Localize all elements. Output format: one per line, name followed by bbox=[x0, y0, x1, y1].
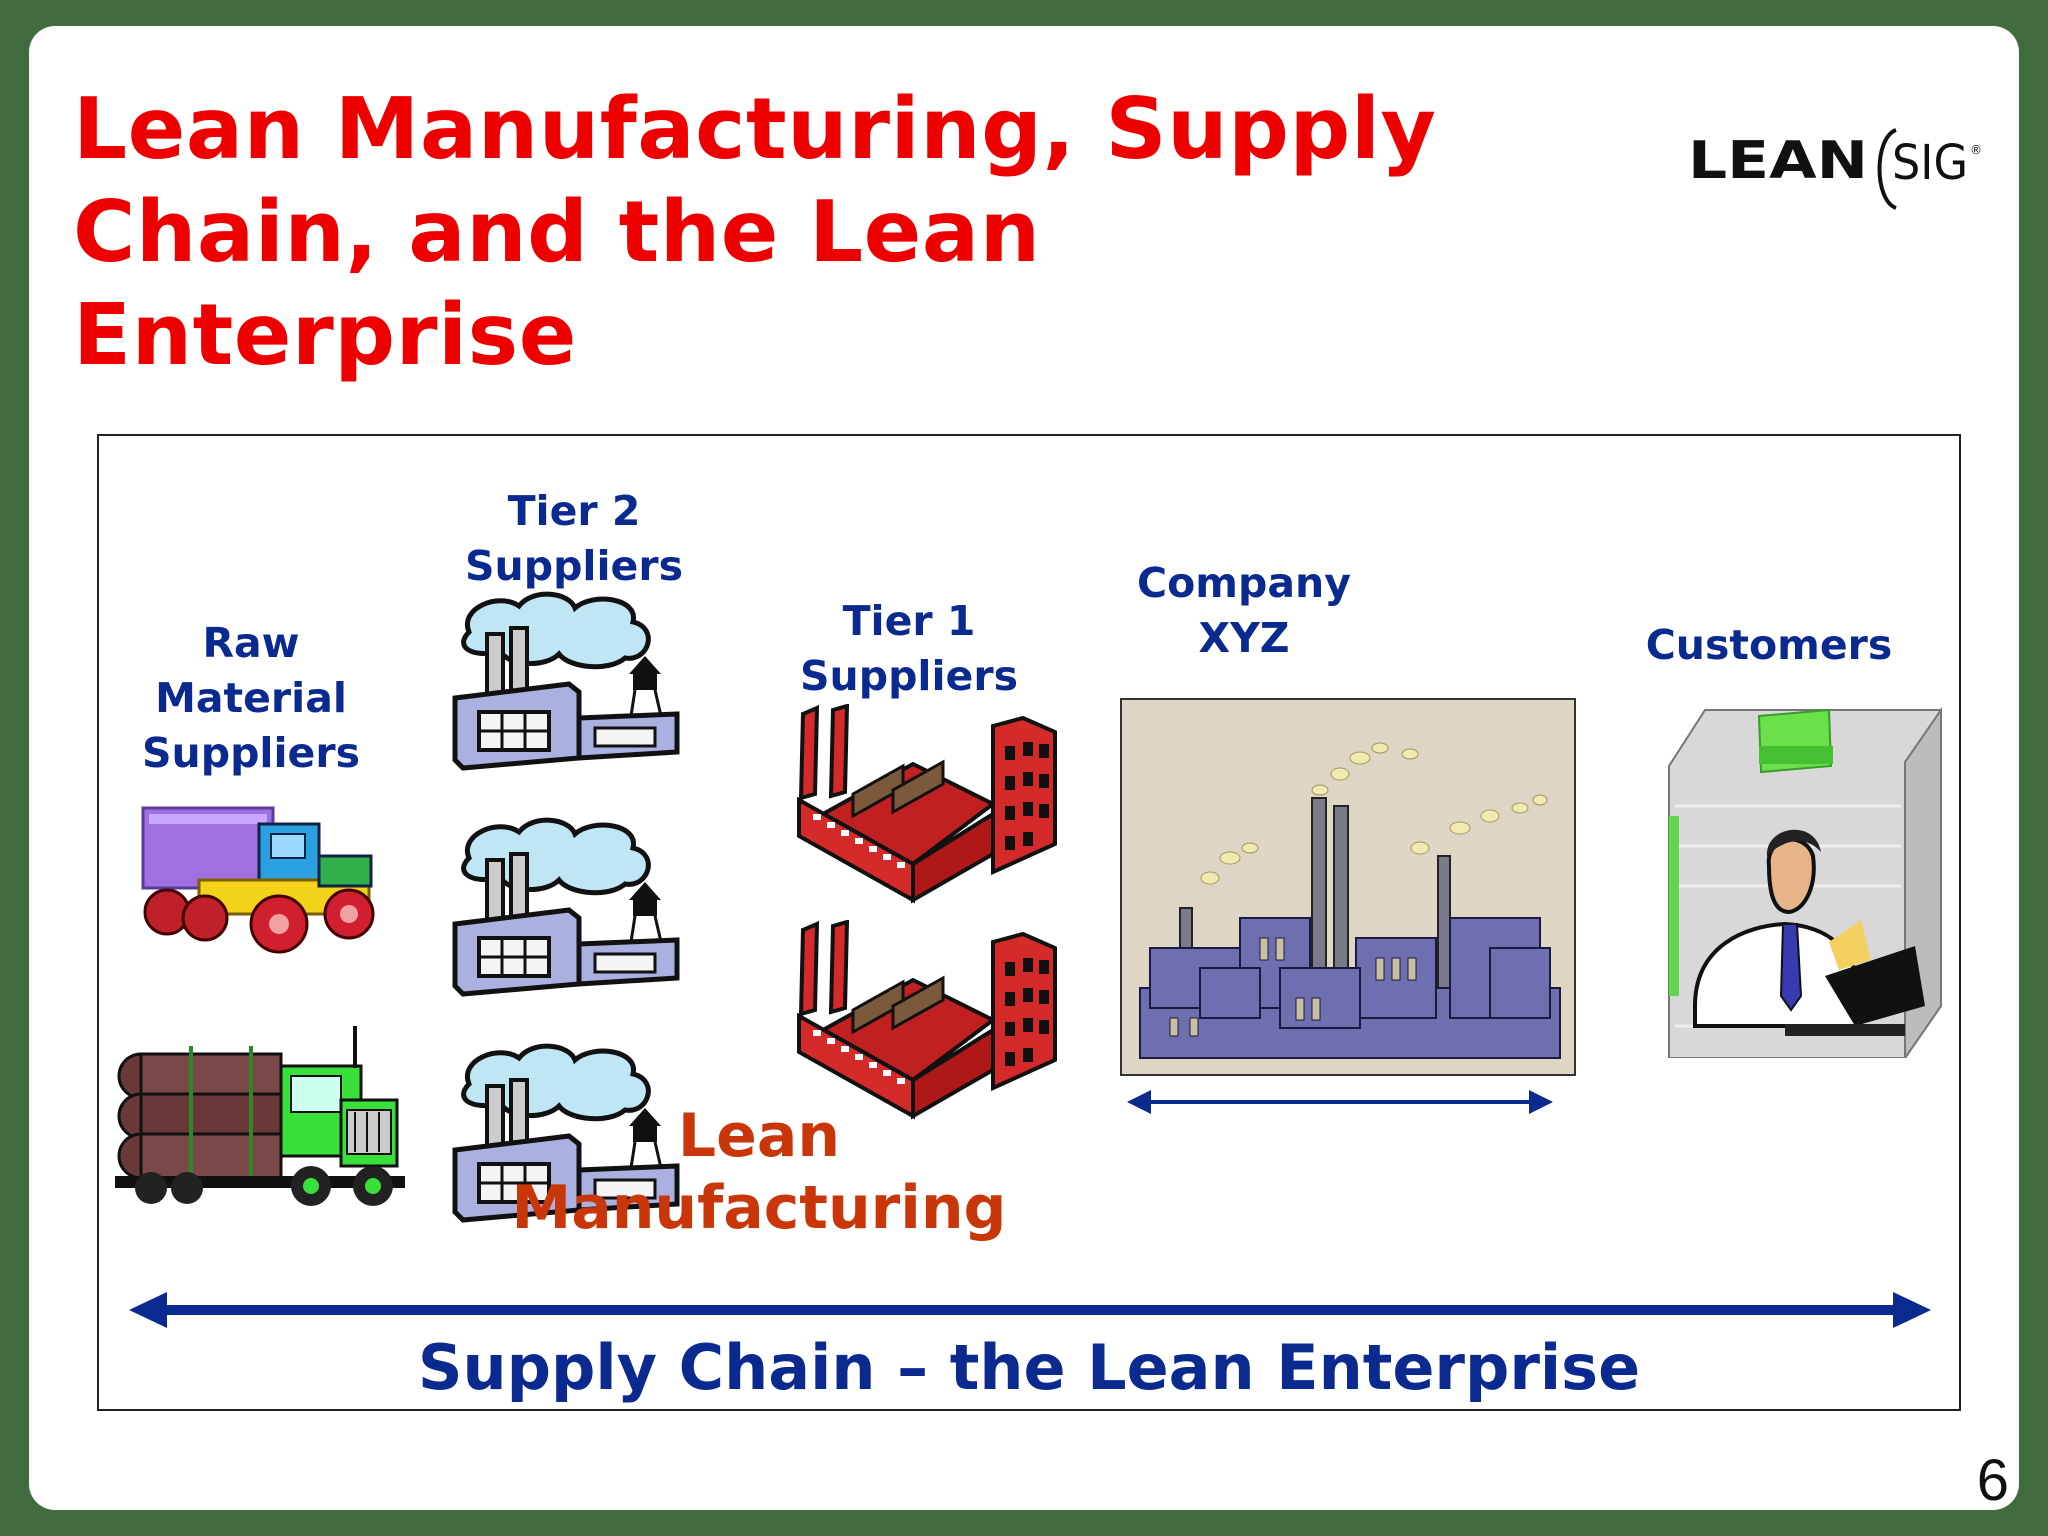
lean-manufacturing-label: Lean Manufacturing bbox=[511, 1101, 1007, 1243]
tier2-label: Tier 2 Suppliers bbox=[465, 487, 683, 590]
slide: Lean Manufacturing, Supply Chain, and th… bbox=[29, 26, 2019, 1513]
tier1-factory-icon-2 bbox=[797, 920, 1057, 1120]
tier2-factory-icon-2 bbox=[452, 817, 680, 997]
raw-material-label: Raw Material Suppliers bbox=[142, 619, 360, 777]
logo-lean-text: LEAN bbox=[1688, 131, 1868, 191]
company-plant-icon bbox=[1120, 698, 1576, 1076]
supply-chain-label: Supply Chain – the Lean Enterprise bbox=[417, 1331, 1641, 1404]
log-truck-icon bbox=[115, 1026, 405, 1206]
svg-text:®: ® bbox=[1970, 143, 1982, 157]
supply-chain-arrow bbox=[129, 1292, 1931, 1328]
company-label: Company XYZ bbox=[1137, 559, 1351, 662]
page-number: 6 bbox=[1976, 1448, 2009, 1513]
tier1-factory-icon-1 bbox=[797, 704, 1057, 904]
lean-manufacturing-arrow bbox=[1127, 1090, 1553, 1114]
toy-truck-icon bbox=[141, 806, 375, 954]
tier2-factory-icon-1 bbox=[452, 591, 680, 771]
supply-chain-diagram: Raw Material Suppliers Tier 2 Suppliers … bbox=[97, 434, 1961, 1411]
leansig-logo: LEAN SIG ® bbox=[1688, 128, 1982, 210]
tier2-factory-icon-3 bbox=[452, 1043, 680, 1223]
slide-title: Lean Manufacturing, Supply Chain, and th… bbox=[73, 80, 1437, 385]
logo-sig-text: SIG bbox=[1892, 135, 1968, 191]
customers-label: Customers bbox=[1645, 621, 1893, 669]
customer-icon bbox=[1668, 706, 1942, 1058]
tier1-label: Tier 1 Suppliers bbox=[800, 597, 1018, 700]
